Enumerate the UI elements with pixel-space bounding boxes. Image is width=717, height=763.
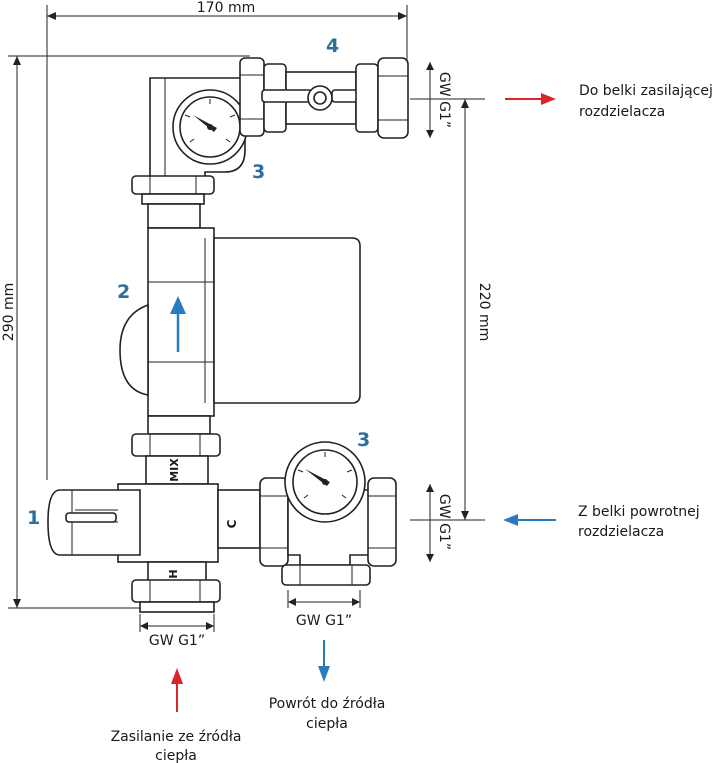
- lower-pump-nut: [131, 415, 221, 485]
- callout-3-top: 3: [252, 161, 265, 183]
- supply-in-label-line1: Zasilanie ze źródła: [111, 729, 242, 745]
- thread-dimension-top-right: GW G1”: [426, 62, 452, 138]
- thread-top-right-label: GW G1”: [436, 72, 452, 128]
- return-in-label-line2: rozdzielacza: [578, 524, 664, 540]
- callout-4: 4: [326, 35, 339, 57]
- return-tee-assembly: [259, 441, 397, 586]
- valve-marking-c: C: [225, 519, 239, 528]
- valve-marking-h: H: [167, 569, 180, 578]
- supply-out-label-line1: Do belki zasilającej: [579, 83, 713, 99]
- valve-marking-mix: MIX: [168, 458, 181, 482]
- thread-mid-right-label: GW G1”: [436, 494, 452, 550]
- return-in-label-line1: Z belki powrotnej: [578, 504, 700, 520]
- return-out-arrow: [318, 640, 330, 682]
- return-out-label-line2: ciepła: [306, 716, 348, 732]
- thread-dimension-mid-right: GW G1”: [426, 484, 452, 562]
- width-dimension-label: 170 mm: [197, 0, 255, 16]
- dimension-height: 290 mm: [1, 55, 250, 609]
- dimension-axis-spacing: 220 mm: [410, 98, 492, 521]
- circulation-pump: [119, 227, 361, 417]
- supply-in-arrow: [171, 668, 183, 712]
- thread-dimension-bottom-right: GW G1”: [287, 590, 361, 629]
- thread-bottom-left-label: GW G1”: [149, 633, 205, 649]
- callout-1: 1: [27, 507, 40, 529]
- height-dimension-label: 290 mm: [1, 283, 17, 341]
- mixing-valve: C MIX H: [47, 458, 261, 613]
- callout-3-bottom: 3: [357, 429, 370, 451]
- dimension-width: 170 mm: [46, 0, 408, 480]
- supply-in-label-line2: ciepła: [155, 748, 197, 763]
- callout-2: 2: [117, 281, 130, 303]
- thread-dimension-bottom-left: GW G1”: [139, 614, 215, 649]
- axis-spacing-label: 220 mm: [476, 283, 492, 341]
- thread-bottom-right-label: GW G1”: [296, 613, 352, 629]
- supply-out-label-line2: rozdzielacza: [579, 104, 665, 120]
- top-elbow-assembly: [131, 57, 409, 229]
- return-out-label-line1: Powrót do źródła: [269, 696, 386, 712]
- supply-out-arrow: [505, 93, 556, 105]
- return-in-arrow: [503, 514, 556, 526]
